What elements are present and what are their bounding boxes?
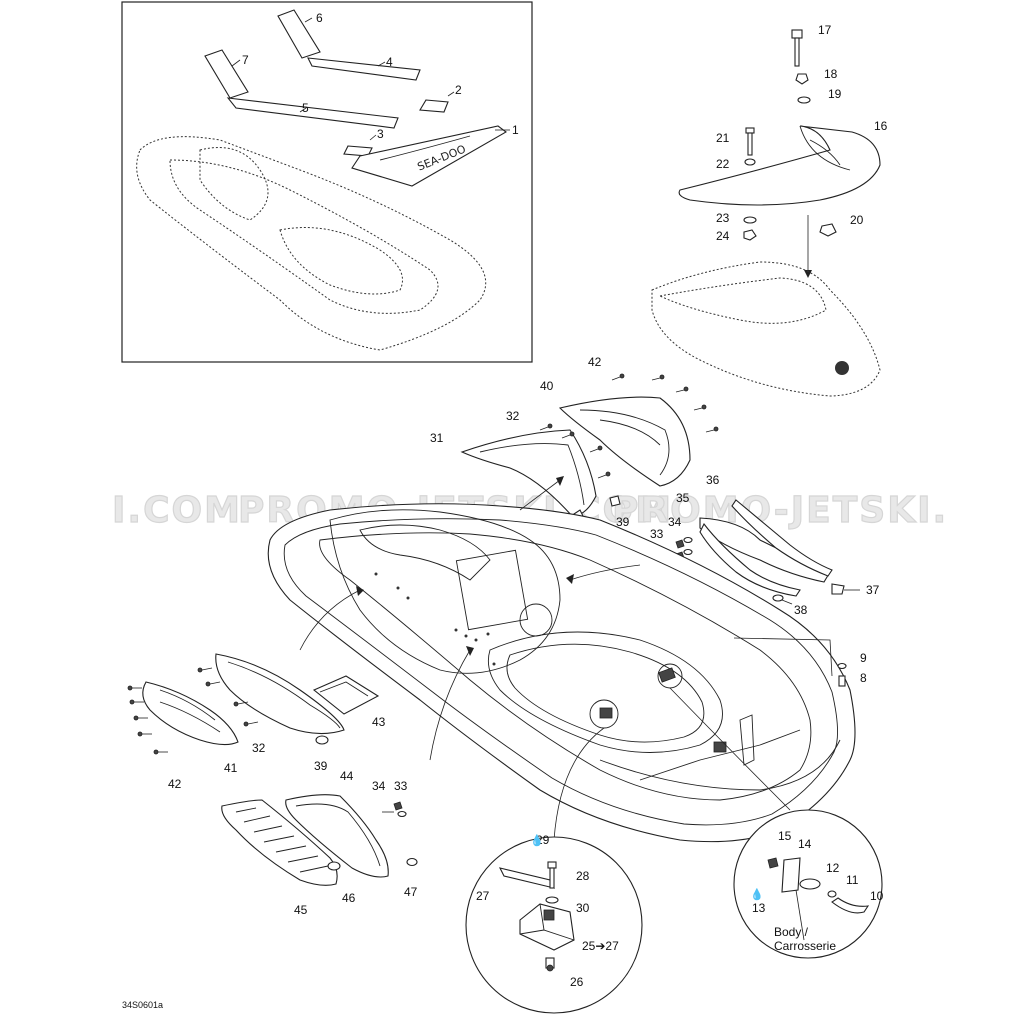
decal-2 — [419, 99, 449, 113]
callout-2: 2 — [455, 83, 462, 97]
left-panels — [127, 653, 380, 755]
decal-1 — [351, 125, 507, 187]
callout-7: 7 — [242, 53, 249, 67]
panel-40 — [558, 396, 691, 487]
callout-38: 38 — [794, 603, 808, 617]
watermark-right: PROMO-JETSKI. — [612, 490, 948, 531]
side-rail — [675, 499, 860, 605]
callout-26: 26 — [570, 975, 584, 989]
callout-42-left: 42 — [168, 777, 182, 791]
upper-panels — [460, 373, 719, 527]
inset-leaders — [231, 17, 510, 141]
rail-36 — [699, 517, 831, 583]
panel-43 — [312, 675, 380, 715]
callout-47: 47 — [404, 885, 418, 899]
callout-36: 36 — [706, 473, 720, 487]
callout-5: 5 — [302, 101, 309, 115]
callout-28: 28 — [576, 869, 590, 883]
callout-30: 30 — [576, 901, 590, 915]
callout-3: 3 — [377, 127, 384, 141]
callout-44: 44 — [340, 769, 354, 783]
callout-21: 21 — [716, 131, 730, 145]
lower-pieces — [221, 794, 418, 886]
panel-44 — [285, 794, 389, 878]
callout-11: 11 — [846, 873, 859, 887]
callout-45: 45 — [294, 903, 308, 917]
decal-7 — [204, 49, 249, 99]
callout-41: 41 — [224, 761, 238, 775]
callouts: 6 7 4 2 5 3 1 17 18 19 16 21 22 23 24 20… — [122, 11, 888, 1010]
detail-circle-right — [733, 809, 883, 959]
decal-4 — [307, 57, 421, 81]
watermark: I.COM PROMO-JETSKI.COM PROMO-JETSKI. — [111, 489, 948, 531]
callout-18: 18 — [824, 67, 838, 81]
callout-4: 4 — [386, 55, 393, 69]
callout-39-left: 39 — [314, 759, 328, 773]
callout-40: 40 — [540, 379, 554, 393]
callout-35: 35 — [676, 491, 690, 505]
callout-42-top: 42 — [588, 355, 602, 369]
callout-32-left: 32 — [252, 741, 266, 755]
callout-9: 9 — [860, 651, 867, 665]
callout-10: 10 — [870, 889, 884, 903]
panel-41 — [142, 681, 239, 746]
main-hull — [267, 476, 856, 843]
decal-inset: SEA-DOO — [121, 1, 533, 363]
callout-23: 23 — [716, 211, 730, 225]
callout-37: 37 — [866, 583, 880, 597]
callout-24: 24 — [716, 229, 730, 243]
body-label-line1: Body / — [774, 925, 809, 939]
drop-icon: 💧 — [530, 834, 544, 847]
callout-32-top: 32 — [506, 409, 520, 423]
drop-icon: 💧 — [750, 888, 764, 901]
grab-handle — [678, 125, 881, 206]
callout-39-top: 39 — [616, 515, 630, 529]
detail-circle-bottom — [465, 836, 643, 1014]
panel-inner — [215, 653, 345, 735]
bracket-8-9 — [733, 637, 847, 687]
callout-25: 25➔27 — [582, 939, 619, 953]
mat-45 — [221, 799, 338, 886]
callout-8: 8 — [860, 671, 867, 685]
decal-6 — [277, 9, 321, 59]
panel-31 — [460, 429, 597, 517]
callout-27: 27 — [476, 889, 490, 903]
callout-34-left: 34 — [372, 779, 386, 793]
callout-46: 46 — [342, 891, 356, 905]
callout-33-left: 33 — [394, 779, 408, 793]
diagram-code: 34S0601a — [122, 1000, 163, 1010]
callout-6: 6 — [316, 11, 323, 25]
callout-34-top: 34 — [668, 515, 682, 529]
callout-33-top: 33 — [650, 527, 664, 541]
callout-43: 43 — [372, 715, 386, 729]
callout-17: 17 — [818, 23, 832, 37]
callout-16: 16 — [874, 119, 888, 133]
watermark-left: I.COM — [112, 490, 242, 531]
hull-outline-dashed — [136, 136, 487, 351]
callout-31: 31 — [430, 431, 444, 445]
screws-left — [127, 667, 259, 755]
callout-19: 19 — [828, 87, 842, 101]
callout-13: 13 — [752, 901, 766, 915]
seat-base-dashed — [651, 261, 881, 397]
decal-5 — [226, 97, 399, 129]
callout-14: 14 — [798, 837, 812, 851]
callout-1: 1 — [512, 123, 519, 137]
hull-outer — [267, 503, 856, 843]
callout-15: 15 — [778, 829, 792, 843]
callout-22: 22 — [716, 157, 730, 171]
callout-29: 29 — [536, 833, 550, 847]
callout-20: 20 — [850, 213, 864, 227]
body-label-line2: Carrosserie — [774, 939, 836, 953]
seat-assembly — [651, 29, 881, 397]
callout-12: 12 — [826, 861, 840, 875]
